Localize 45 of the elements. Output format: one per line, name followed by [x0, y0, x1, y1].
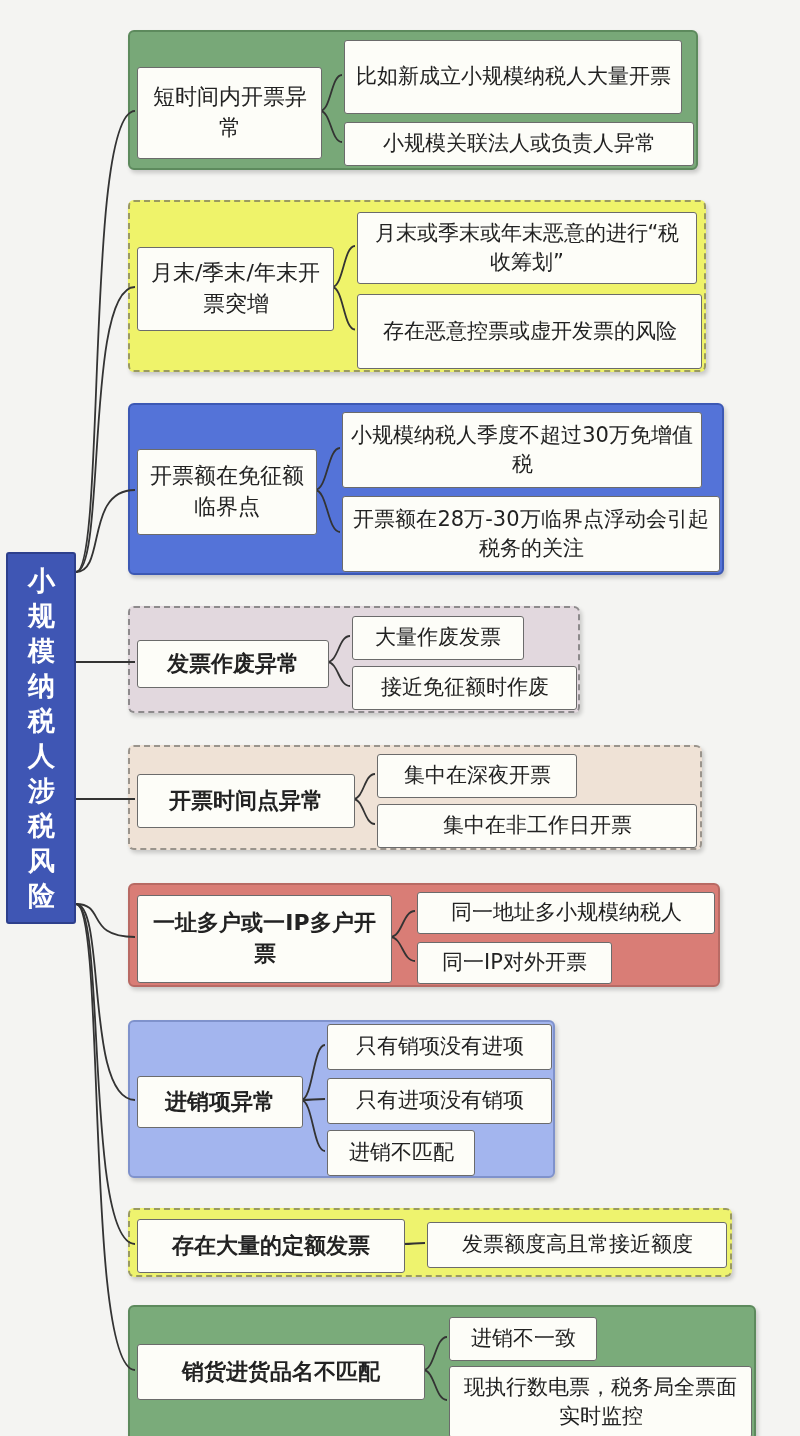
category-box: 存在大量的定额发票 [137, 1219, 405, 1273]
category-box: 开票额在免征额临界点 [137, 449, 317, 535]
group-panel [128, 606, 580, 713]
connector-line [75, 110, 136, 573]
connector-line [75, 489, 136, 573]
detail-box: 比如新成立小规模纳税人大量开票 [344, 40, 682, 114]
group-panel [128, 745, 702, 850]
connector-line [75, 903, 136, 1371]
connector-line [75, 798, 136, 800]
connector-line [75, 286, 136, 573]
group-panel [128, 200, 706, 372]
detail-box: 进销不一致 [449, 1317, 597, 1361]
group-panel [128, 30, 698, 170]
detail-box: 同一地址多小规模纳税人 [417, 892, 715, 934]
detail-box: 现执行数电票，税务局全票面实时监控 [449, 1366, 752, 1436]
detail-box: 小规模纳税人季度不超过30万免增值税 [342, 412, 702, 488]
detail-box: 只有进项没有销项 [327, 1078, 552, 1124]
group-panel [128, 403, 724, 575]
group-panel [128, 1208, 732, 1277]
category-box: 月末/季末/年末开票突增 [137, 247, 334, 331]
detail-box: 同一IP对外开票 [417, 942, 612, 984]
connector-line [75, 903, 136, 938]
detail-box: 进销不匹配 [327, 1130, 475, 1176]
title-box: 小规模纳税人涉税风险 [6, 552, 76, 924]
category-box: 短时间内开票异常 [137, 67, 322, 159]
group-panel [128, 1020, 555, 1178]
group-panel [128, 1305, 756, 1436]
category-box: 发票作废异常 [137, 640, 329, 688]
category-box: 一址多户或一IP多户开票 [137, 895, 392, 983]
detail-box: 集中在深夜开票 [377, 754, 577, 798]
detail-box: 接近免征额时作废 [352, 666, 577, 710]
group-panel [128, 883, 720, 987]
detail-box: 开票额在28万-30万临界点浮动会引起税务的关注 [342, 496, 720, 572]
category-box: 进销项异常 [137, 1076, 303, 1128]
detail-box: 小规模关联法人或负责人异常 [344, 122, 694, 166]
detail-box: 月末或季末或年末恶意的进行“税收筹划” [357, 212, 697, 284]
detail-box: 只有销项没有进项 [327, 1024, 552, 1070]
detail-box: 发票额度高且常接近额度 [427, 1222, 727, 1268]
detail-box: 大量作废发票 [352, 616, 524, 660]
category-box: 开票时间点异常 [137, 774, 355, 828]
connector-line [75, 903, 136, 1101]
category-box: 销货进货品名不匹配 [137, 1344, 425, 1400]
detail-box: 存在恶意控票或虚开发票的风险 [357, 294, 702, 369]
detail-box: 集中在非工作日开票 [377, 804, 697, 848]
connector-line [75, 661, 136, 663]
